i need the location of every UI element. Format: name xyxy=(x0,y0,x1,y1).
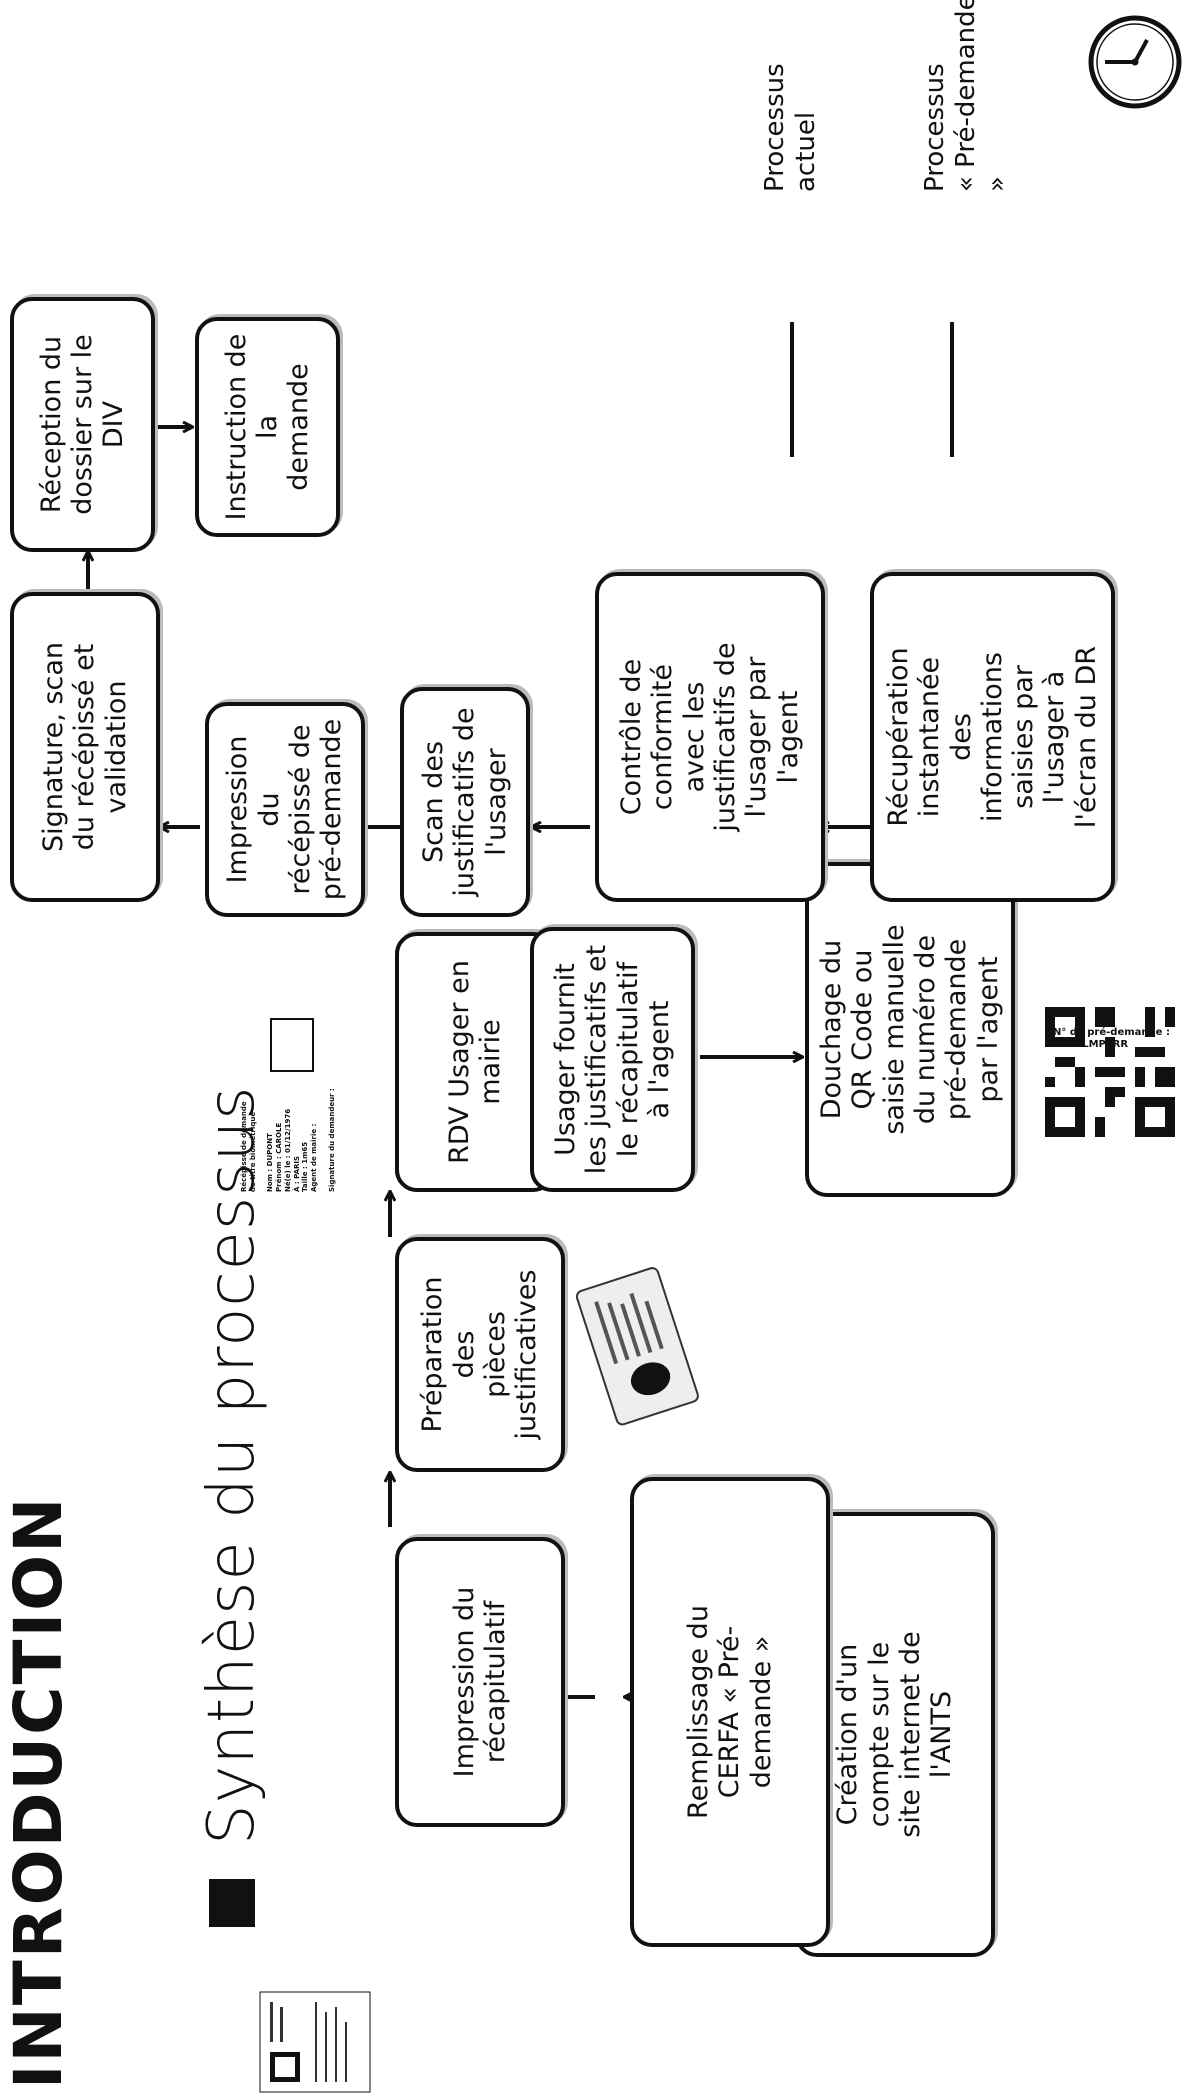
id-card-image xyxy=(575,1267,699,1426)
box-usager-fournit: Usager fournit les justificatifs et le r… xyxy=(530,927,695,1192)
box-signature-scan: Signature, scan du récépissé et validati… xyxy=(10,592,160,902)
box-remplissage-cerfa: Remplissage du CERFA « Pré- demande » xyxy=(630,1477,830,1947)
clock-icon xyxy=(1088,15,1182,109)
receipt-photo-frame xyxy=(270,1018,314,1072)
qr-code-icon xyxy=(1045,1007,1175,1137)
box-recuperation: Récupération instantanée des information… xyxy=(870,572,1115,902)
box-douchage: Douchage du QR Code ou saisie manuelle d… xyxy=(805,862,1015,1197)
receipt-thumbnail: Récépissé de demande de titre biométriqu… xyxy=(240,1017,385,1192)
box-impression-recepisse: Impression du récépissé de pré-demande xyxy=(205,702,365,917)
document-thumbnail xyxy=(259,1991,371,2093)
legend-actuel-label: Processus actuel xyxy=(760,63,822,192)
legend-pre-demande-line xyxy=(950,322,954,457)
box-controle-conformite: Contrôle de conformité avec les justific… xyxy=(595,572,825,902)
box-impression-recapitulatif: Impression du récapitulatif xyxy=(395,1537,565,1827)
box-scan-justificatifs: Scan des justificatifs de l'usager xyxy=(400,687,530,917)
box-reception-dossier: Réception du dossier sur le DIV xyxy=(10,297,155,552)
box-preparation-pieces: Préparation des pièces justificatives xyxy=(395,1237,565,1472)
legend-pre-demande-label: Processus « Pré-demande » xyxy=(920,0,1013,192)
qr-code-label: N° de pré-demande : PXS6LMPERR xyxy=(1053,1027,1170,1050)
box-instruction-demande: Instruction de la demande xyxy=(195,317,340,537)
legend-actuel-line xyxy=(790,322,794,457)
